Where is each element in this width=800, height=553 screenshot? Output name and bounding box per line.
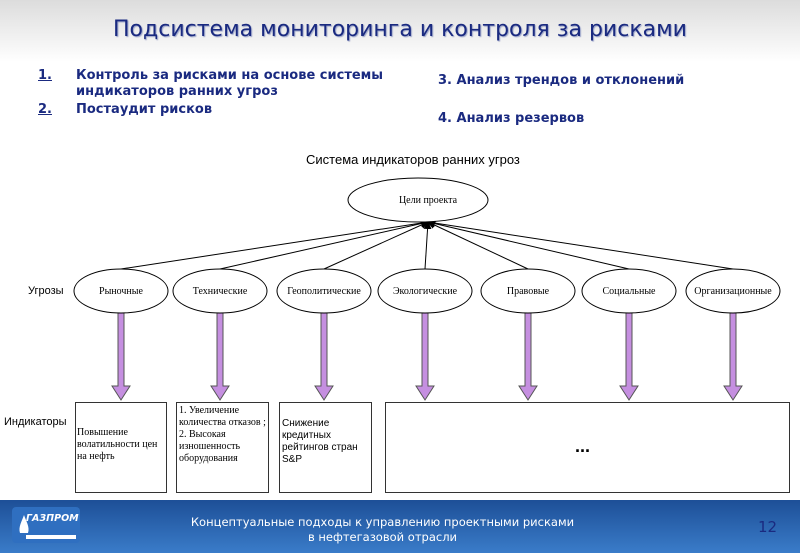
footer-divider	[0, 495, 800, 500]
list-item: 1. Контроль за рисками на основе системы…	[38, 68, 386, 100]
connector-line	[427, 219, 630, 270]
list-number: 1.	[38, 68, 52, 83]
goal-label: Цели проекта	[399, 195, 458, 206]
threat-node	[480, 268, 576, 314]
footer-line: в нефтегазовой отрасли	[307, 530, 458, 544]
threat-node	[276, 268, 372, 314]
diagram-canvas: Цели проекта Рыночные Технические Геополит…	[73, 177, 781, 401]
right-list-item: 3. Анализ трендов и отклонений	[438, 73, 685, 88]
connector-line	[427, 221, 529, 270]
gazprom-logo-icon	[12, 507, 80, 543]
footer	[0, 500, 800, 553]
right-list-item: 4. Анализ резервов	[438, 111, 585, 126]
indicators-label: Индикаторы	[4, 416, 67, 428]
threat-label: Социальные	[603, 286, 657, 297]
diagram-title: Система индикаторов ранних угроз	[306, 152, 520, 167]
list-item: 2. Постаудит рисков	[38, 102, 386, 118]
threat-label: Рыночные	[99, 286, 143, 297]
threat-label: Организационные	[694, 286, 772, 297]
threat-node	[73, 268, 169, 314]
indicator-text: 1. Увеличение количества отказов ; 2. Вы…	[179, 405, 266, 464]
threat-node	[377, 268, 473, 314]
threat-node	[172, 268, 268, 314]
footer-line: Концептуальные подходы к управлению прое…	[190, 515, 575, 529]
indicator-box: 1. Увеличение количества отказов ; 2. Вы…	[176, 402, 269, 493]
threat-node	[581, 268, 677, 314]
slide-title: Подсистема мониторинга и контроля за рис…	[113, 17, 687, 42]
logo-text: ГАЗПРОМ	[26, 513, 79, 524]
connectors	[120, 219, 734, 270]
connector-line	[120, 219, 429, 270]
indicator-box: Снижение кредитных рейтингов стран S&P	[279, 402, 372, 493]
header-band	[0, 0, 800, 62]
page-number: 12	[758, 518, 778, 536]
connector-line	[427, 219, 734, 270]
threats-label: Угрозы	[28, 285, 64, 297]
threat-label: Технические	[193, 286, 248, 297]
down-arrow	[111, 312, 131, 401]
threat-label: Правовые	[507, 286, 550, 297]
down-arrow	[518, 312, 538, 401]
left-list: 1. Контроль за рисками на основе системы…	[38, 68, 386, 118]
more-indicator: ...	[575, 436, 591, 456]
threat-nodes: Рыночные Технические Геополитические Эколог…	[73, 268, 781, 314]
threat-label: Геополитические	[287, 286, 361, 297]
threat-label: Экологические	[393, 286, 458, 297]
down-arrow	[415, 312, 435, 401]
block-arrows	[111, 312, 743, 401]
down-arrow	[619, 312, 639, 401]
indicator-text: Снижение кредитных рейтингов стран S&P	[282, 418, 358, 465]
list-number: 2.	[38, 102, 52, 117]
list-text: Контроль за рисками на основе системы ин…	[76, 68, 384, 99]
connector-line	[323, 221, 429, 270]
list-text: Постаудит рисков	[76, 102, 213, 117]
indicator-box-more	[385, 402, 790, 493]
footer-caption: Концептуальные подходы к управлению прое…	[150, 515, 615, 545]
connector-line	[219, 219, 429, 270]
threat-node	[685, 268, 781, 314]
connector-line	[423, 221, 432, 270]
indicator-box: Повышение волатильности цен на нефть	[75, 402, 167, 493]
down-arrow	[210, 312, 230, 401]
down-arrow	[723, 312, 743, 401]
indicator-text: Повышение волатильности цен на нефть	[77, 427, 158, 462]
down-arrow	[314, 312, 334, 401]
goal-node	[347, 177, 489, 223]
